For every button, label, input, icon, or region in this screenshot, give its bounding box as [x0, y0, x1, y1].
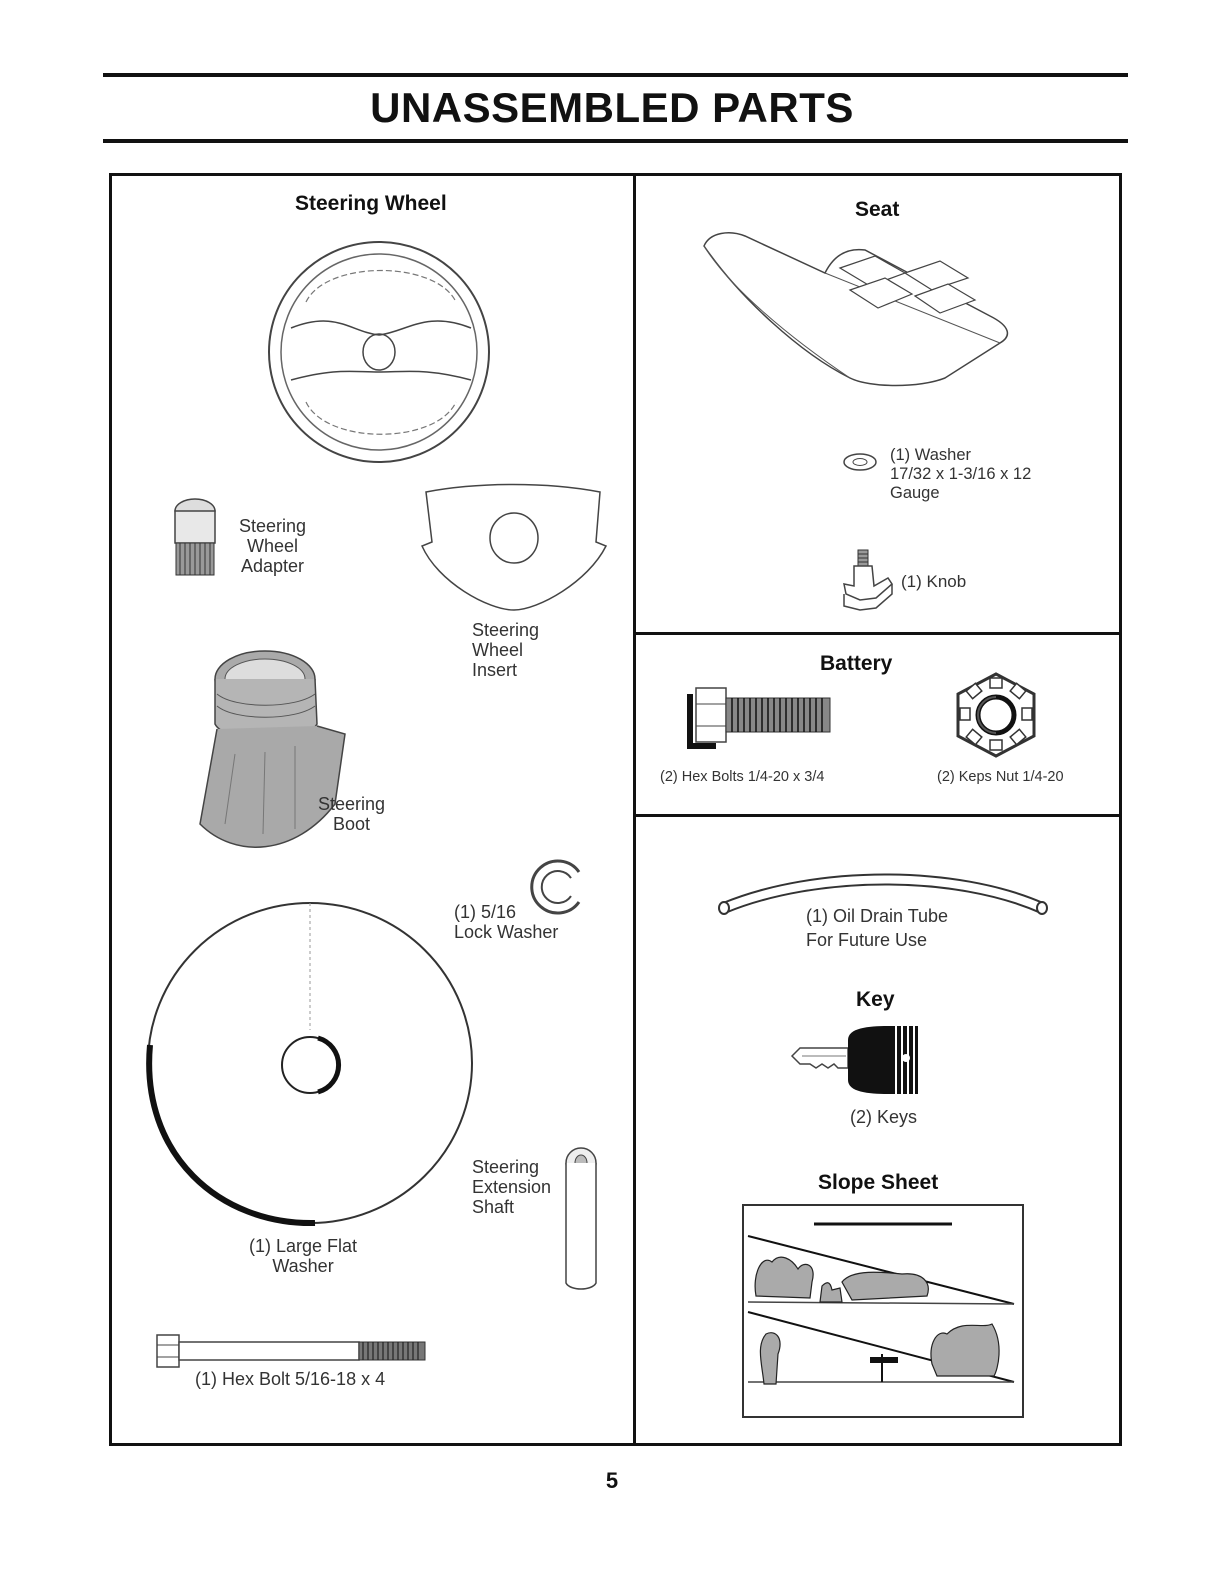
seat-battery-divider: [636, 632, 1122, 635]
page-title: UNASSEMBLED PARTS: [370, 84, 854, 131]
page-number: 5: [605, 1468, 619, 1493]
steering-wheel-adapter-illustration: [174, 498, 216, 576]
extension-shaft-label: Steering Extension Shaft: [472, 1157, 552, 1217]
hex-bolt-illustration: [156, 1334, 426, 1368]
large-washer-label: (1) Large Flat Washer: [249, 1236, 358, 1276]
oil-drain-tube-illustration: [718, 873, 1048, 915]
steering-wheel-insert-illustration: [420, 483, 608, 611]
insert-label: Steering Wheel Insert: [472, 620, 540, 680]
battery-hex-bolt-illustration: [687, 687, 831, 749]
battery-heading: Battery: [820, 652, 893, 675]
seat-heading: Seat: [855, 198, 900, 221]
keps-nut-label: (2) Keps Nut 1/4-20: [937, 769, 1064, 785]
large-flat-washer-illustration: [146, 902, 473, 1227]
top-rule: [103, 73, 1128, 77]
extension-shaft-illustration: [565, 1147, 597, 1290]
keys-label: (2) Keys: [850, 1107, 918, 1127]
battery-misc-divider: [636, 814, 1122, 817]
battery-bolts-label: (2) Hex Bolts 1/4-20 x 3/4: [660, 769, 825, 785]
hex-bolt-label: (1) Hex Bolt 5/16-18 x 4: [195, 1369, 386, 1389]
seat-illustration: [703, 232, 1009, 387]
column-divider: [633, 173, 636, 1446]
oil-drain-tube-label: (1) Oil Drain Tube For Future Use: [806, 906, 949, 950]
adapter-label: Steering Wheel Adapter: [239, 516, 307, 576]
steering-wheel-illustration: [268, 241, 490, 463]
boot-label: Steering Boot: [318, 794, 386, 834]
parts-frame: [109, 173, 1122, 1446]
knob-illustration: [843, 549, 893, 611]
bottom-rule: [103, 139, 1128, 143]
steering-boot-illustration: [199, 650, 346, 848]
slope-sheet-heading: Slope Sheet: [818, 1171, 939, 1194]
steering-wheel-heading: Steering Wheel: [295, 192, 447, 215]
slope-sheet-illustration: [742, 1204, 1024, 1418]
lock-washer-illustration: [530, 859, 581, 915]
key-heading: Key: [856, 988, 895, 1011]
knob-label: (1) Knob: [901, 572, 967, 591]
seat-washer-label: (1) Washer 17/32 x 1-3/16 x 12 Gauge: [890, 446, 1032, 502]
keps-nut-illustration: [956, 672, 1036, 758]
seat-washer-illustration: [843, 453, 877, 471]
key-illustration: [790, 1026, 918, 1094]
lock-washer-label: (1) 5/16 Lock Washer: [454, 902, 559, 942]
